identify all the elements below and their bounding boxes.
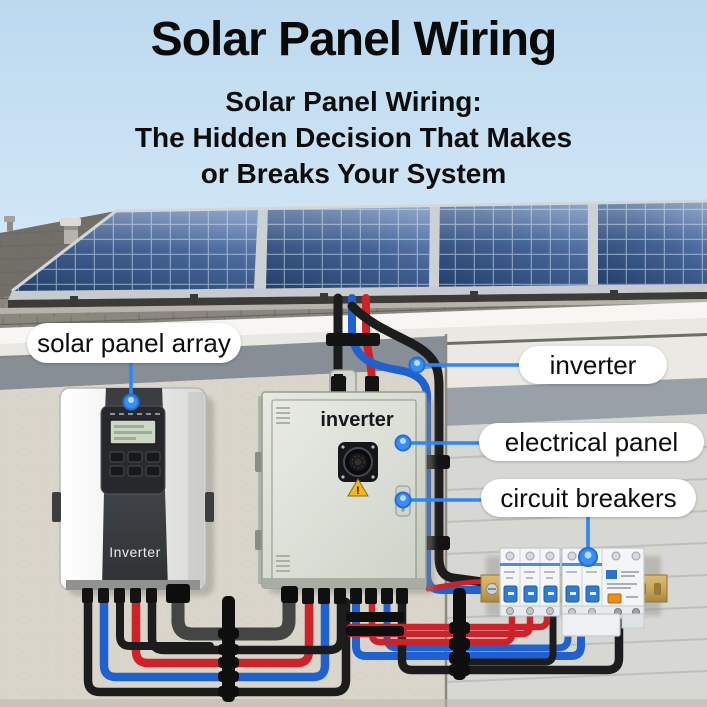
breaker-handles xyxy=(565,585,600,603)
callout-solar-panel-array: solar panel array xyxy=(27,323,241,363)
dot-electrical-panel xyxy=(394,434,412,452)
callout-circuit-breakers: circuit breakers xyxy=(481,479,696,517)
wall-right-gray-band xyxy=(446,378,707,426)
panel-frame xyxy=(429,205,440,287)
wall-inverter-label: Inverter xyxy=(109,544,160,560)
wall-inverter-device: Inverter xyxy=(52,387,214,603)
mounting-rail-shadow xyxy=(8,292,707,308)
dot-solar-array xyxy=(122,393,140,411)
panel-vent-slots xyxy=(276,407,290,572)
callout-circuit-breakers-label: circuit breakers xyxy=(500,482,677,513)
roof-vent-pipe xyxy=(60,218,81,244)
loop-black-outer xyxy=(83,595,351,697)
callout-solar-panel-array-label: solar panel array xyxy=(37,327,231,358)
callout-dots xyxy=(122,356,598,567)
breaker-group-b xyxy=(561,547,645,637)
breaker-cover-plate xyxy=(561,613,621,637)
loop-blue xyxy=(99,595,330,682)
inverter-mount-tab-left xyxy=(52,492,61,522)
panel-frame xyxy=(588,203,598,285)
stub-black xyxy=(116,596,214,650)
subtitle-line-3: or Breaks Your System xyxy=(200,158,507,189)
breaker-group-a xyxy=(499,547,561,617)
mounting-feet xyxy=(70,290,618,307)
panel-gauge xyxy=(338,442,378,482)
callout-electrical-panel: electrical panel xyxy=(479,423,704,461)
wire-black-g8 xyxy=(397,597,624,675)
rcd-test-button xyxy=(607,593,622,604)
panel-top-glands xyxy=(331,376,379,394)
inverter-mount-tab-right xyxy=(205,492,214,522)
subtitle-line-2: The Hidden Decision That Makes xyxy=(134,122,573,153)
solar-panel-array xyxy=(8,199,707,308)
page-subtitle: Solar Panel Wiring: The Hidden Decision … xyxy=(0,84,707,192)
panel-box-label: inverter xyxy=(320,409,394,431)
wire-red-3 xyxy=(346,608,551,631)
inverter-buttons xyxy=(109,451,161,477)
panel-bottom-frame xyxy=(8,284,707,300)
subtitle-line-1: Solar Panel Wiring: xyxy=(225,86,482,117)
warning-triangle-icon: ! xyxy=(347,478,369,497)
dot-breakers xyxy=(578,547,598,567)
panel-bottom-glands xyxy=(281,586,408,604)
dot-breakers-left xyxy=(394,491,412,509)
inverter-glands xyxy=(82,584,190,603)
callout-connectors xyxy=(129,360,590,554)
inverter-control-panel xyxy=(100,405,166,495)
circuit-breaker-bank xyxy=(480,547,668,637)
svg-text:!: ! xyxy=(356,485,360,497)
wire-clamps xyxy=(218,588,470,702)
rcd-indicator xyxy=(606,570,617,579)
ground-shadow xyxy=(0,699,707,707)
panel-frame xyxy=(254,208,268,289)
panel-top-frame xyxy=(115,199,707,213)
breaker-handles xyxy=(503,585,558,603)
dot-inverter xyxy=(408,356,426,374)
roof-vent-small xyxy=(4,216,15,231)
electrical-panel-box: inverter ! xyxy=(255,369,434,604)
wire-black-a xyxy=(459,608,557,666)
callout-inverter-label: inverter xyxy=(549,349,637,380)
callout-electrical-panel-label: electrical panel xyxy=(504,426,679,457)
callout-inverter: inverter xyxy=(519,346,667,384)
panel-left-frame xyxy=(11,209,117,293)
page-title: Solar Panel Wiring xyxy=(150,13,558,66)
dc-cable-black-down-wall xyxy=(347,301,495,588)
